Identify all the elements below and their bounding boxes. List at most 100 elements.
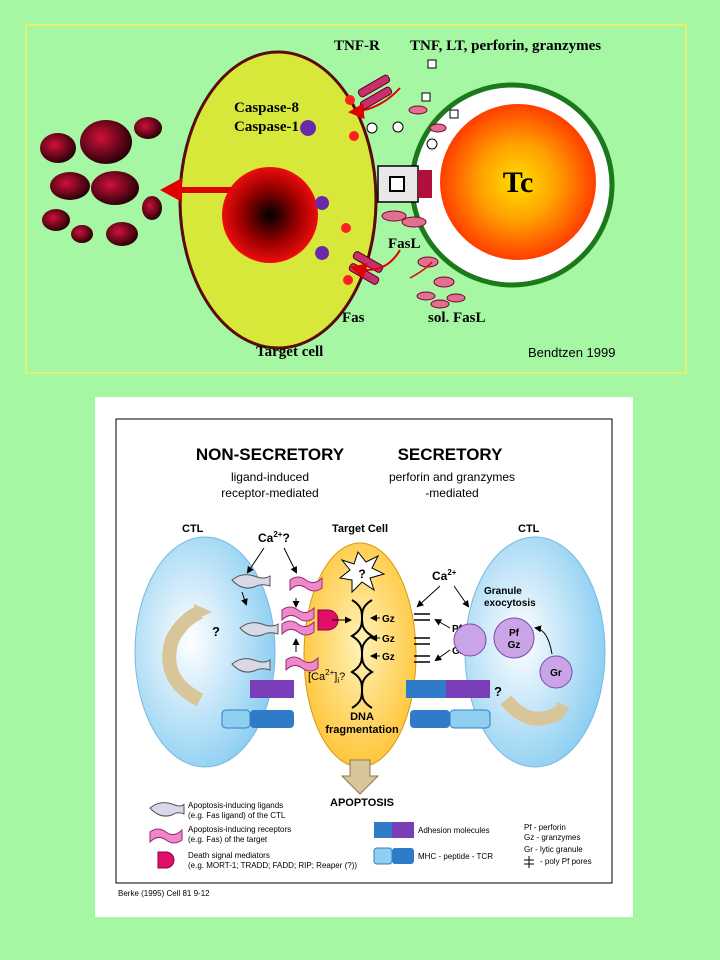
non-secretory-heading: NON-SECRETORY	[196, 445, 345, 464]
secretory-sub1: perforin and granzymes	[389, 470, 515, 484]
legend-ligands-2: (e.g. Fas ligand) of the CTL	[188, 811, 286, 820]
apoptotic-body	[91, 171, 139, 205]
legend-gr: Gr - lytic granule	[524, 845, 583, 854]
ctl-left-cell	[134, 536, 276, 768]
gz-label: Gz	[382, 634, 395, 645]
ca-right-arrow	[453, 585, 470, 608]
mhc-tcr	[221, 709, 251, 729]
ca-left-arrow	[283, 547, 297, 574]
burst-question: ?	[358, 567, 365, 581]
ctl-left-cycle-arrowhead	[194, 604, 212, 620]
legend-mhc-icon-a	[373, 847, 393, 865]
ctl-right-cycle-arrow	[500, 695, 564, 726]
tc-core	[440, 104, 596, 260]
caspase-icon	[315, 246, 330, 260]
gz-label: Gz	[382, 652, 395, 663]
receptor-dot-icon	[349, 131, 359, 141]
citation: Berke (1995) Cell 81 9-12	[118, 889, 210, 898]
ctl-right-question: ?	[494, 684, 502, 699]
legend-mediators-2: (e.g. MORT-1; TRADD; FADD; RIP; Reaper (…	[188, 861, 357, 870]
fasl-ligand	[381, 210, 407, 222]
sol-fasl	[446, 293, 466, 303]
legend-mhc-icon-b	[392, 848, 414, 864]
secretory-sub2: -mediated	[425, 486, 478, 500]
apoptotic-body	[40, 133, 76, 163]
apoptosis-ligand-icon	[231, 658, 271, 673]
sol-fasl-label: sol. FasL	[428, 310, 486, 326]
ctl-left-question: ?	[212, 624, 220, 639]
granule-label-1: Granule	[484, 586, 522, 597]
perforin-molecule	[392, 121, 404, 133]
tnf-list-label: TNF, LT, perforin, granzymes	[410, 38, 601, 54]
adhesion-molecule	[406, 680, 446, 698]
tnf-ligand	[408, 105, 428, 115]
legend-receptors-2: (e.g. Fas) of the target	[188, 835, 268, 844]
target-cell-label: Target cell	[256, 344, 323, 360]
fasl-ligand	[433, 276, 455, 288]
legend-pores: - poly Pf pores	[540, 857, 592, 866]
apoptotic-body	[142, 196, 162, 220]
ca-left-arrow	[246, 547, 265, 574]
caspase-icon	[300, 120, 317, 136]
legend: Apoptosis-inducing ligands (e.g. Fas lig…	[149, 801, 592, 870]
top-figure: Tc TNF-R	[25, 24, 687, 374]
lytic-granule-gr	[539, 655, 573, 689]
caspase8-label: Caspase-8	[234, 100, 299, 116]
credit-label: Bendtzen 1999	[528, 345, 615, 360]
legend-adhesion-icon-b	[392, 822, 414, 838]
fragmentation-arrowhead	[160, 178, 182, 202]
fasl-ligands	[381, 105, 466, 309]
tnf-molecule	[421, 92, 431, 102]
apoptosis-arrow	[340, 759, 380, 795]
death-mediator-icon	[317, 609, 339, 631]
non-secretory-sub1: ligand-induced	[231, 470, 309, 484]
legend-mediator-icon	[157, 851, 175, 869]
apoptosis-receptor-icon	[289, 576, 323, 592]
pf-granule-label: Pf	[509, 628, 520, 639]
pf-pores	[414, 613, 430, 663]
mhc-tcr	[250, 710, 294, 728]
legend-adhesion: Adhesion molecules	[418, 826, 490, 835]
legend-mhc: MHC - peptide - TCR	[418, 852, 493, 861]
legend-gz: Gz - granzymes	[524, 833, 580, 842]
tnfr-label: TNF-R	[334, 38, 380, 54]
dna-helix	[350, 599, 374, 709]
tnf-arrow	[348, 87, 401, 120]
fasl-arrow	[350, 249, 401, 279]
sol-fasl	[416, 291, 436, 301]
fasl-ligand	[417, 256, 439, 268]
receptor-dot-icon	[345, 95, 355, 105]
gr-granule-label: Gr	[550, 668, 562, 679]
sol-fasl	[430, 299, 450, 309]
legend-ligands-1: Apoptosis-inducing ligands	[188, 801, 283, 810]
ctl-right-cycle-arrowhead	[556, 702, 570, 722]
caspase-symbols	[300, 95, 359, 285]
apoptosis-ligand-icon	[239, 622, 279, 637]
sol-fasl-arrow	[409, 261, 433, 279]
tnf-molecule	[449, 109, 459, 119]
adhesion-molecule	[446, 680, 490, 698]
apoptotic-body	[42, 209, 70, 231]
ligand-arrow	[241, 591, 248, 606]
gz-granule-label: Gz	[508, 640, 521, 651]
ca-intracellular-label: [Ca2+]i?	[308, 668, 345, 685]
lytic-granule-pf-gz	[493, 617, 535, 659]
gz-arrow	[434, 649, 451, 662]
ca-right-arrow	[416, 585, 441, 608]
apoptotic-body	[71, 225, 93, 243]
apoptotic-body	[80, 120, 132, 164]
mhc-tcr	[410, 710, 450, 728]
apoptotic-body	[106, 222, 138, 246]
secretory-heading: SECRETORY	[398, 445, 504, 464]
secreted-molecules	[366, 59, 459, 150]
perforin-molecule	[366, 122, 378, 134]
fasl-label: FasL	[388, 236, 421, 252]
legend-pore-icon	[524, 856, 534, 868]
fas-label: Fas	[342, 310, 365, 326]
tnf-ligand	[429, 123, 447, 133]
exocytosis-granule	[453, 623, 487, 657]
pf-arrow	[434, 619, 451, 629]
receptor-dot-icon	[343, 275, 353, 285]
ctl-ligands	[231, 574, 279, 673]
